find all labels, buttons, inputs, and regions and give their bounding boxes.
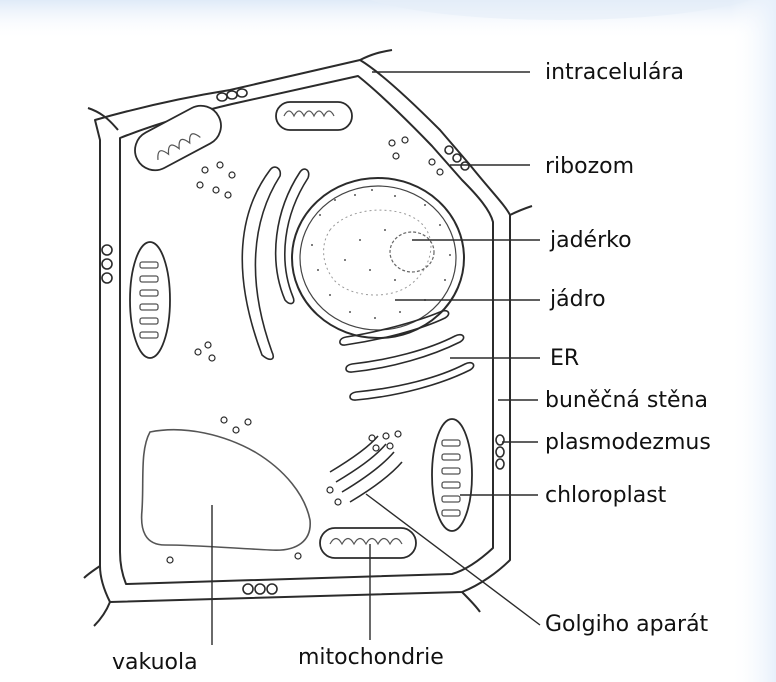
- label-intracellular: intracelulára: [545, 60, 684, 86]
- label-golgi: Golgiho aparát: [545, 612, 708, 638]
- label-ribosome: ribozom: [545, 154, 634, 180]
- leader-lines: [212, 72, 540, 645]
- nucleus: [292, 178, 464, 338]
- label-er: ER: [550, 346, 579, 372]
- label-cell-wall: buněčná stěna: [545, 388, 708, 414]
- label-vacuole: vakuola: [112, 650, 198, 676]
- label-mitochondria: mitochondrie: [298, 645, 444, 671]
- vacuole: [142, 430, 311, 550]
- label-nucleolus: jadérko: [550, 228, 632, 254]
- label-nucleus: jádro: [550, 287, 606, 313]
- label-plasmodesma: plasmodezmus: [545, 430, 711, 456]
- label-chloroplast: chloroplast: [545, 483, 666, 509]
